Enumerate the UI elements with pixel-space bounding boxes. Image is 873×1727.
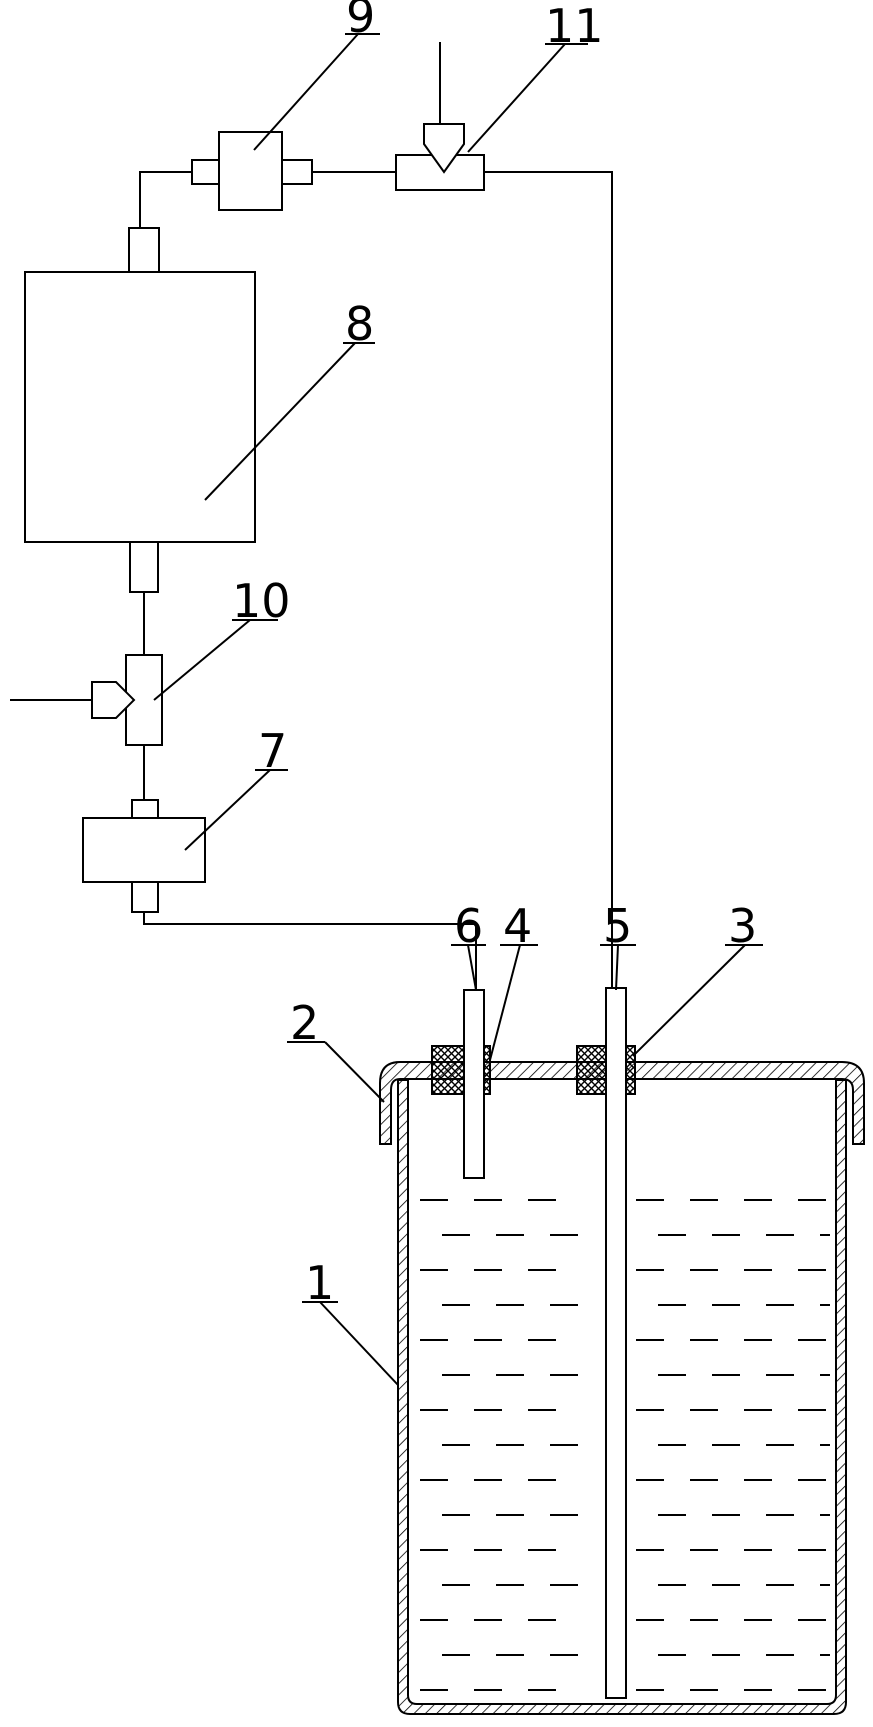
label-tank: 1 (305, 1256, 334, 1310)
label-seal-left: 4 (503, 899, 532, 953)
label-pump: 7 (258, 724, 287, 778)
reference-numerals: 9 11 8 10 7 2 1 6 4 5 3 (232, 0, 757, 1310)
label-reactor: 8 (345, 297, 374, 351)
label-seal-right: 3 (728, 899, 757, 953)
reactor (25, 228, 255, 592)
reactor-top-port (129, 228, 159, 272)
pipe-tee-to-long-tube (484, 172, 612, 988)
label-lower-tee: 10 (232, 574, 291, 628)
label-lid: 2 (290, 996, 319, 1050)
pipe-pump-to-short-tube (144, 912, 476, 990)
upper-tee (396, 124, 484, 190)
long-tube (606, 988, 626, 1698)
reactor-bottom-port (130, 542, 158, 592)
pump (83, 800, 205, 912)
label-upper-tee: 11 (545, 0, 604, 53)
filter-body (219, 132, 282, 210)
reactor-body (25, 272, 255, 542)
label-short-tube: 6 (454, 899, 483, 953)
leader-lines (154, 34, 763, 1385)
lower-tee (92, 655, 162, 745)
pump-top-port (132, 800, 158, 818)
pipe-reactor-to-filter (140, 172, 192, 228)
filter-left-port (192, 160, 219, 184)
filter (192, 132, 312, 210)
pump-body (83, 818, 205, 882)
short-tube (464, 990, 484, 1178)
label-filter: 9 (346, 0, 375, 43)
label-long-tube: 5 (603, 899, 632, 953)
filter-right-port (282, 160, 312, 184)
pump-bottom-port (132, 882, 158, 912)
tank (380, 988, 864, 1714)
